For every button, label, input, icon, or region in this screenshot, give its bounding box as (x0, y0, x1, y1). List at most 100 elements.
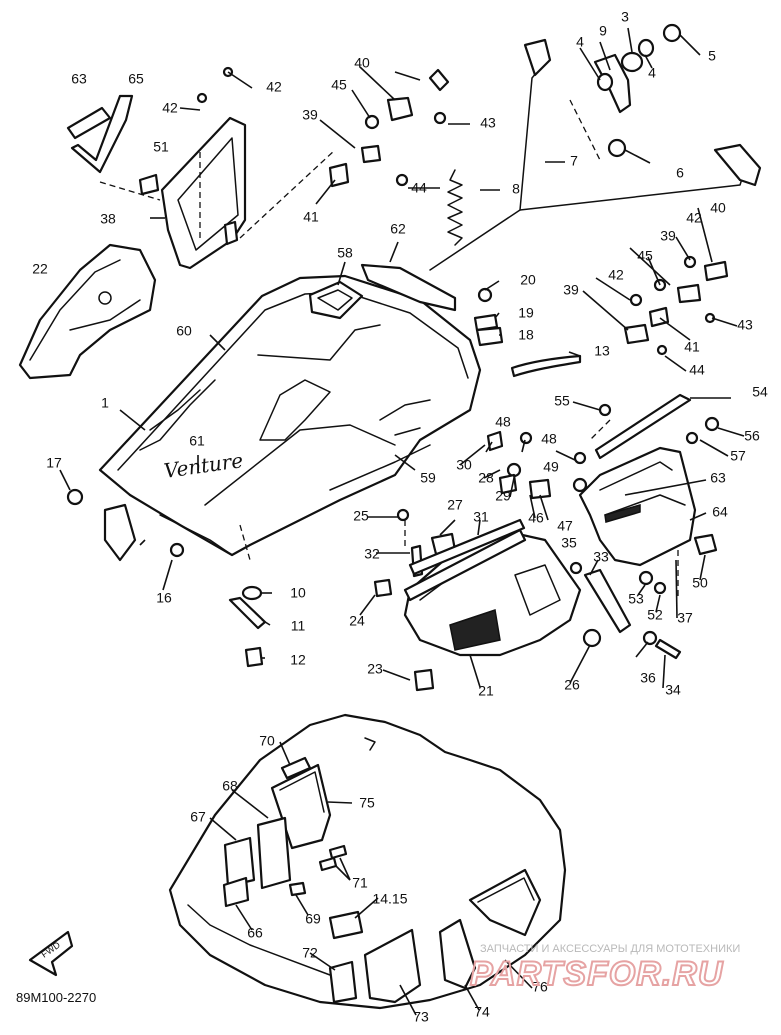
callout: 63 (71, 71, 87, 87)
fwd-arrow: FWD (28, 930, 74, 977)
callout: 41 (684, 339, 700, 355)
callout: 44 (689, 362, 705, 378)
strip-33 (583, 568, 632, 634)
callout: 43 (737, 317, 753, 333)
callout: 76 (532, 979, 548, 995)
diagram-code: 89M100-2270 (16, 990, 96, 1005)
callout: 37 (677, 610, 693, 626)
callout: 26 (564, 677, 580, 693)
callout: 48 (495, 414, 511, 430)
callout: 33 (593, 549, 609, 565)
callout: 31 (473, 509, 489, 525)
callout: 52 (647, 607, 663, 623)
callout: 7 (570, 153, 578, 169)
callout: 43 (480, 115, 496, 131)
callout: 8 (512, 181, 520, 197)
callout: 6 (676, 165, 684, 181)
callout: 62 (390, 221, 406, 237)
callout: 42 (608, 267, 624, 283)
callout: 39 (563, 282, 579, 298)
callout: 61 (189, 433, 205, 449)
callout: 65 (128, 71, 144, 87)
side-panel-38 (160, 116, 247, 270)
callout: 63 (710, 470, 726, 486)
callout: 22 (32, 261, 48, 277)
callout: 32 (364, 546, 380, 562)
callout: 48 (541, 431, 557, 447)
callout: 66 (247, 925, 263, 941)
callout: 42 (162, 100, 178, 116)
inner-fairing-shell (168, 713, 567, 1010)
callout: 14.15 (372, 891, 407, 907)
callout: 39 (660, 228, 676, 244)
callout: 11 (291, 618, 306, 634)
callout: 70 (259, 733, 275, 749)
callout: 69 (305, 911, 321, 927)
callout: 64 (712, 504, 728, 520)
watermark-line1: ЗАПЧАСТИ И АКСЕССУАРЫ ДЛЯ МОТОТЕХНИКИ (480, 943, 740, 955)
leader-lines (59, 27, 745, 1016)
callout: 41 (303, 209, 319, 225)
gasket-part (360, 263, 457, 312)
trim-part-63 (66, 106, 112, 140)
callout: 1 (101, 395, 109, 411)
callout: 40 (710, 200, 726, 216)
callout: 38 (100, 211, 116, 227)
callout: 12 (290, 652, 306, 668)
callout: 21 (478, 683, 494, 699)
callout: 42 (686, 210, 702, 226)
callout: 13 (594, 343, 610, 359)
strip-13 (510, 354, 582, 378)
callout: 56 (744, 428, 760, 444)
callout: 67 (190, 809, 206, 825)
callout: 10 (290, 585, 306, 601)
callout: 51 (153, 139, 169, 155)
callout: 39 (302, 107, 318, 123)
front-cover-part: Venture (98, 274, 482, 557)
callout: 42 (266, 79, 282, 95)
callout: 18 (518, 327, 534, 343)
callout: 47 (557, 518, 573, 534)
callout: 71 (352, 875, 368, 891)
callout: 73 (413, 1009, 429, 1025)
callout: 36 (640, 670, 656, 686)
watermark: ЗАПЧАСТИ И АКСЕССУАРЫ ДЛЯ МОТОТЕХНИКИ PA… (469, 943, 740, 994)
right-side-cover (578, 393, 697, 567)
callout: 59 (420, 470, 436, 486)
callout: 16 (156, 590, 172, 606)
callout: 3 (621, 9, 629, 25)
callout: 4 (576, 34, 584, 50)
callout: 29 (495, 488, 511, 504)
callout: 49 (543, 459, 559, 475)
cable-assembly-7 (429, 38, 762, 271)
callout: 55 (554, 393, 570, 409)
callout: 20 (520, 272, 536, 288)
callout: 58 (337, 245, 353, 261)
callout: 25 (353, 508, 369, 524)
lower-inner-cover (403, 528, 582, 657)
callout: 27 (447, 497, 463, 513)
callout: 54 (752, 384, 768, 400)
callout: 40 (354, 55, 370, 71)
callout: 23 (367, 661, 383, 677)
callout-labels: 1 9 3 4 4 5 6 7 8 14.15 10 11 12 13 16 1… (32, 9, 768, 1025)
spring-8 (447, 169, 463, 246)
callout: 45 (331, 77, 347, 93)
left-inner-panel (18, 243, 157, 380)
callout: 19 (518, 305, 534, 321)
callout: 34 (665, 682, 681, 698)
watermark-line2: PARTSFOR.RU (470, 955, 724, 993)
callout: 74 (474, 1004, 490, 1020)
callout: 30 (456, 457, 472, 473)
callout: 57 (730, 448, 746, 464)
callout: 4 (648, 65, 656, 81)
callout: 17 (46, 455, 62, 471)
callout: 9 (599, 23, 607, 39)
vent-part (308, 280, 364, 320)
alignment-lines (99, 99, 679, 600)
callout: 24 (349, 613, 365, 629)
callout: 46 (528, 510, 544, 526)
callout: 50 (692, 575, 708, 591)
callout: 68 (222, 778, 238, 794)
